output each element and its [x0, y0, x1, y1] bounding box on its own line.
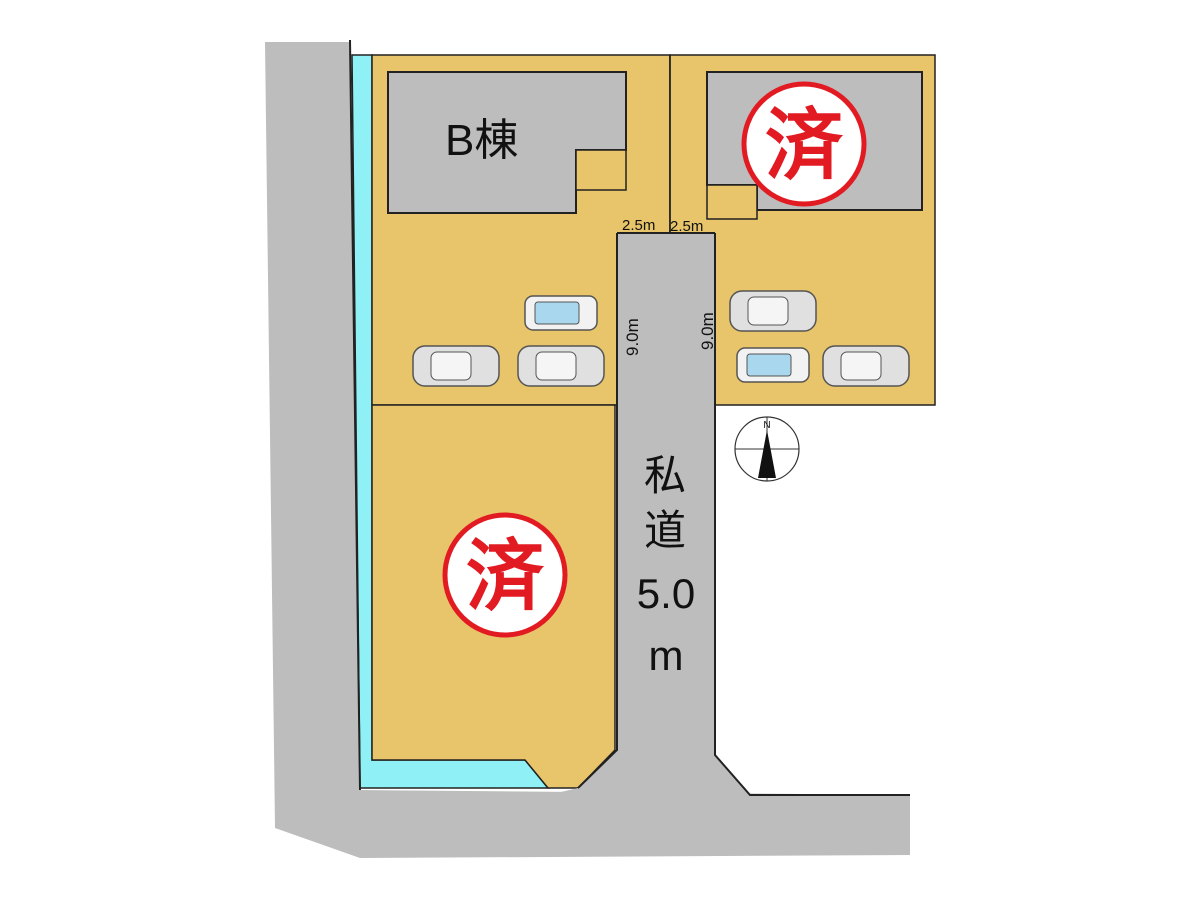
- north-label: N: [763, 420, 770, 431]
- private-road: [548, 233, 750, 795]
- road-width-unit: m: [649, 632, 684, 679]
- north-arrow-icon: N: [734, 416, 800, 482]
- road-name-1: 私: [644, 452, 686, 499]
- car-icon: [412, 345, 500, 387]
- sold-stamp-text: 済: [765, 101, 844, 191]
- sold-stamp-icon: 済: [442, 512, 568, 638]
- car-icon: [524, 295, 598, 331]
- building-b-label: B棟: [445, 116, 518, 165]
- building-right-entrance: [706, 184, 758, 220]
- road-width-value: 5.0: [637, 570, 695, 617]
- car-icon: [729, 290, 817, 332]
- road-name-2: 道: [644, 507, 686, 554]
- frontage-left-label: 2.5m: [622, 217, 655, 234]
- sold-stamp-icon: 済: [741, 81, 867, 207]
- car-icon: [822, 345, 910, 387]
- building-b-entrance: [575, 149, 627, 191]
- car-icon: [517, 345, 605, 387]
- car-icon: [736, 347, 810, 383]
- surrounding-road: [265, 42, 910, 858]
- frontage-right-label: 2.5m: [670, 218, 703, 235]
- depth-right-label: 9.0m: [698, 312, 717, 350]
- depth-left-label: 9.0m: [623, 318, 642, 356]
- sold-stamp-text: 済: [466, 532, 545, 622]
